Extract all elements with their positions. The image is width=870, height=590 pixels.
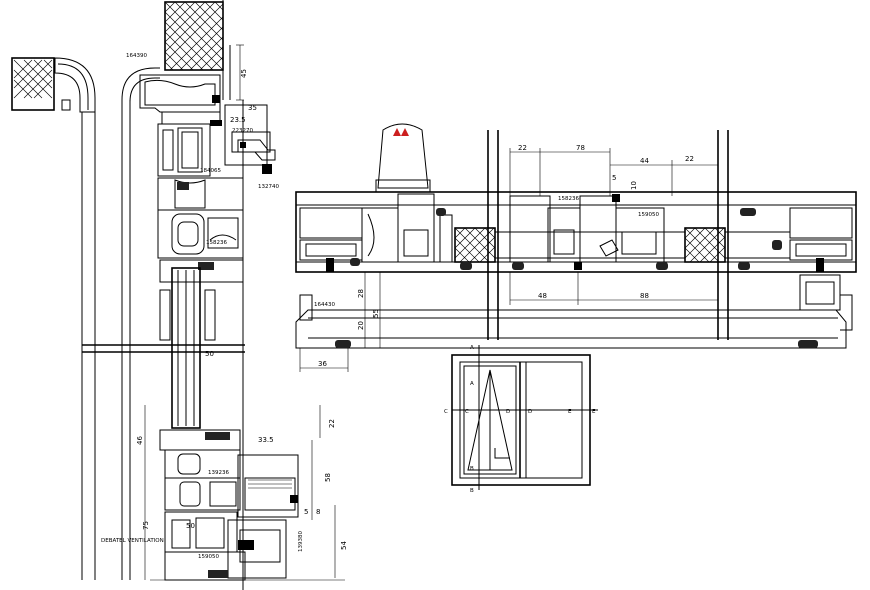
dim-55: 55 — [372, 309, 380, 318]
part-label-139236: 139236 — [208, 470, 229, 476]
glazing-unit-left — [439, 214, 496, 263]
part-label-164390: 164390 — [126, 53, 147, 59]
glazing-unit-right — [684, 227, 726, 263]
top-wall-block — [164, 0, 231, 100]
dim-48: 48 — [538, 292, 547, 300]
dim-54: 54 — [340, 541, 348, 550]
dim-46: 46 — [136, 436, 144, 445]
dim-35: 35 — [248, 104, 257, 112]
section-mark-e: E — [568, 409, 572, 415]
dim-10: 10 — [630, 181, 638, 190]
section-mark-d2: D — [528, 409, 532, 415]
dim-58: 58 — [324, 473, 332, 482]
ventilation-label: DEBATEL VENTILATION — [101, 538, 164, 544]
vertical-section: 45 35 23.5 50 46 22 33.5 75 58 54 50 8 5… — [11, 0, 348, 590]
dim-36: 36 — [318, 360, 327, 368]
dim-78: 78 — [576, 144, 585, 152]
dim-5-top: 5 — [612, 174, 616, 182]
left-dimensions: 45 35 23.5 50 46 22 33.5 75 58 54 50 8 5 — [136, 44, 348, 581]
section-mark-c2: C — [465, 409, 469, 415]
part-label-132740: 132740 — [258, 184, 279, 190]
window-elevation: A A B B C C D D E E — [444, 345, 598, 494]
dim-20: 20 — [357, 321, 365, 330]
part-label-158236-left: 158236 — [206, 240, 227, 246]
dim-88: 88 — [640, 292, 649, 300]
dim-44: 44 — [640, 157, 649, 165]
part-label-184065: 184065 — [200, 168, 221, 174]
section-mark-b2: B — [470, 488, 474, 494]
part-label-158236-right: 158236 — [558, 196, 579, 202]
part-label-164430: 164430 — [314, 302, 335, 308]
head-profile — [139, 74, 276, 177]
dim-22: 22 — [328, 419, 336, 428]
dim-22-top-right: 22 — [685, 155, 694, 163]
part-label-223270: 223270 — [232, 128, 253, 134]
dim-33-5: 33.5 — [258, 436, 274, 444]
dim-45: 45 — [240, 69, 248, 78]
top-left-frame — [11, 57, 96, 113]
dim-28: 28 — [357, 289, 365, 298]
handle — [375, 123, 431, 193]
glass-pane — [159, 100, 244, 590]
section-mark-a2: A — [470, 381, 474, 387]
sill-profile — [295, 294, 853, 349]
part-label-159050-left: 159050 — [198, 554, 219, 560]
dim-50: 50 — [205, 350, 214, 358]
dim-50b: 50 — [186, 522, 195, 530]
section-mark-b: B — [470, 466, 474, 472]
section-mark-a: A — [470, 345, 474, 351]
section-mark-e2: E — [592, 409, 596, 415]
dim-75: 75 — [142, 521, 150, 530]
left-frame-profile — [299, 193, 435, 272]
dim-23-5: 23.5 — [230, 116, 246, 124]
bottom-profile — [159, 429, 299, 581]
center-profiles — [509, 194, 665, 270]
brand-logo-icon — [393, 128, 409, 136]
section-mark-d: D — [506, 409, 510, 415]
dim-8: 8 — [316, 508, 320, 516]
section-mark-c: C — [444, 409, 448, 415]
part-label-139380: 139380 — [298, 531, 304, 552]
bottom-dimensions: 48 88 36 20 28 55 — [299, 272, 719, 372]
top-dimensions: 22 78 44 22 5 10 — [509, 144, 719, 196]
part-label-159050-right: 159050 — [638, 212, 659, 218]
dim-22-top-left: 22 — [518, 144, 527, 152]
mid-profile — [157, 177, 244, 283]
dim-5: 5 — [304, 508, 308, 516]
gaskets — [350, 208, 782, 270]
horizontal-section: 22 78 44 22 5 10 48 88 36 20 28 55 — [295, 123, 857, 372]
